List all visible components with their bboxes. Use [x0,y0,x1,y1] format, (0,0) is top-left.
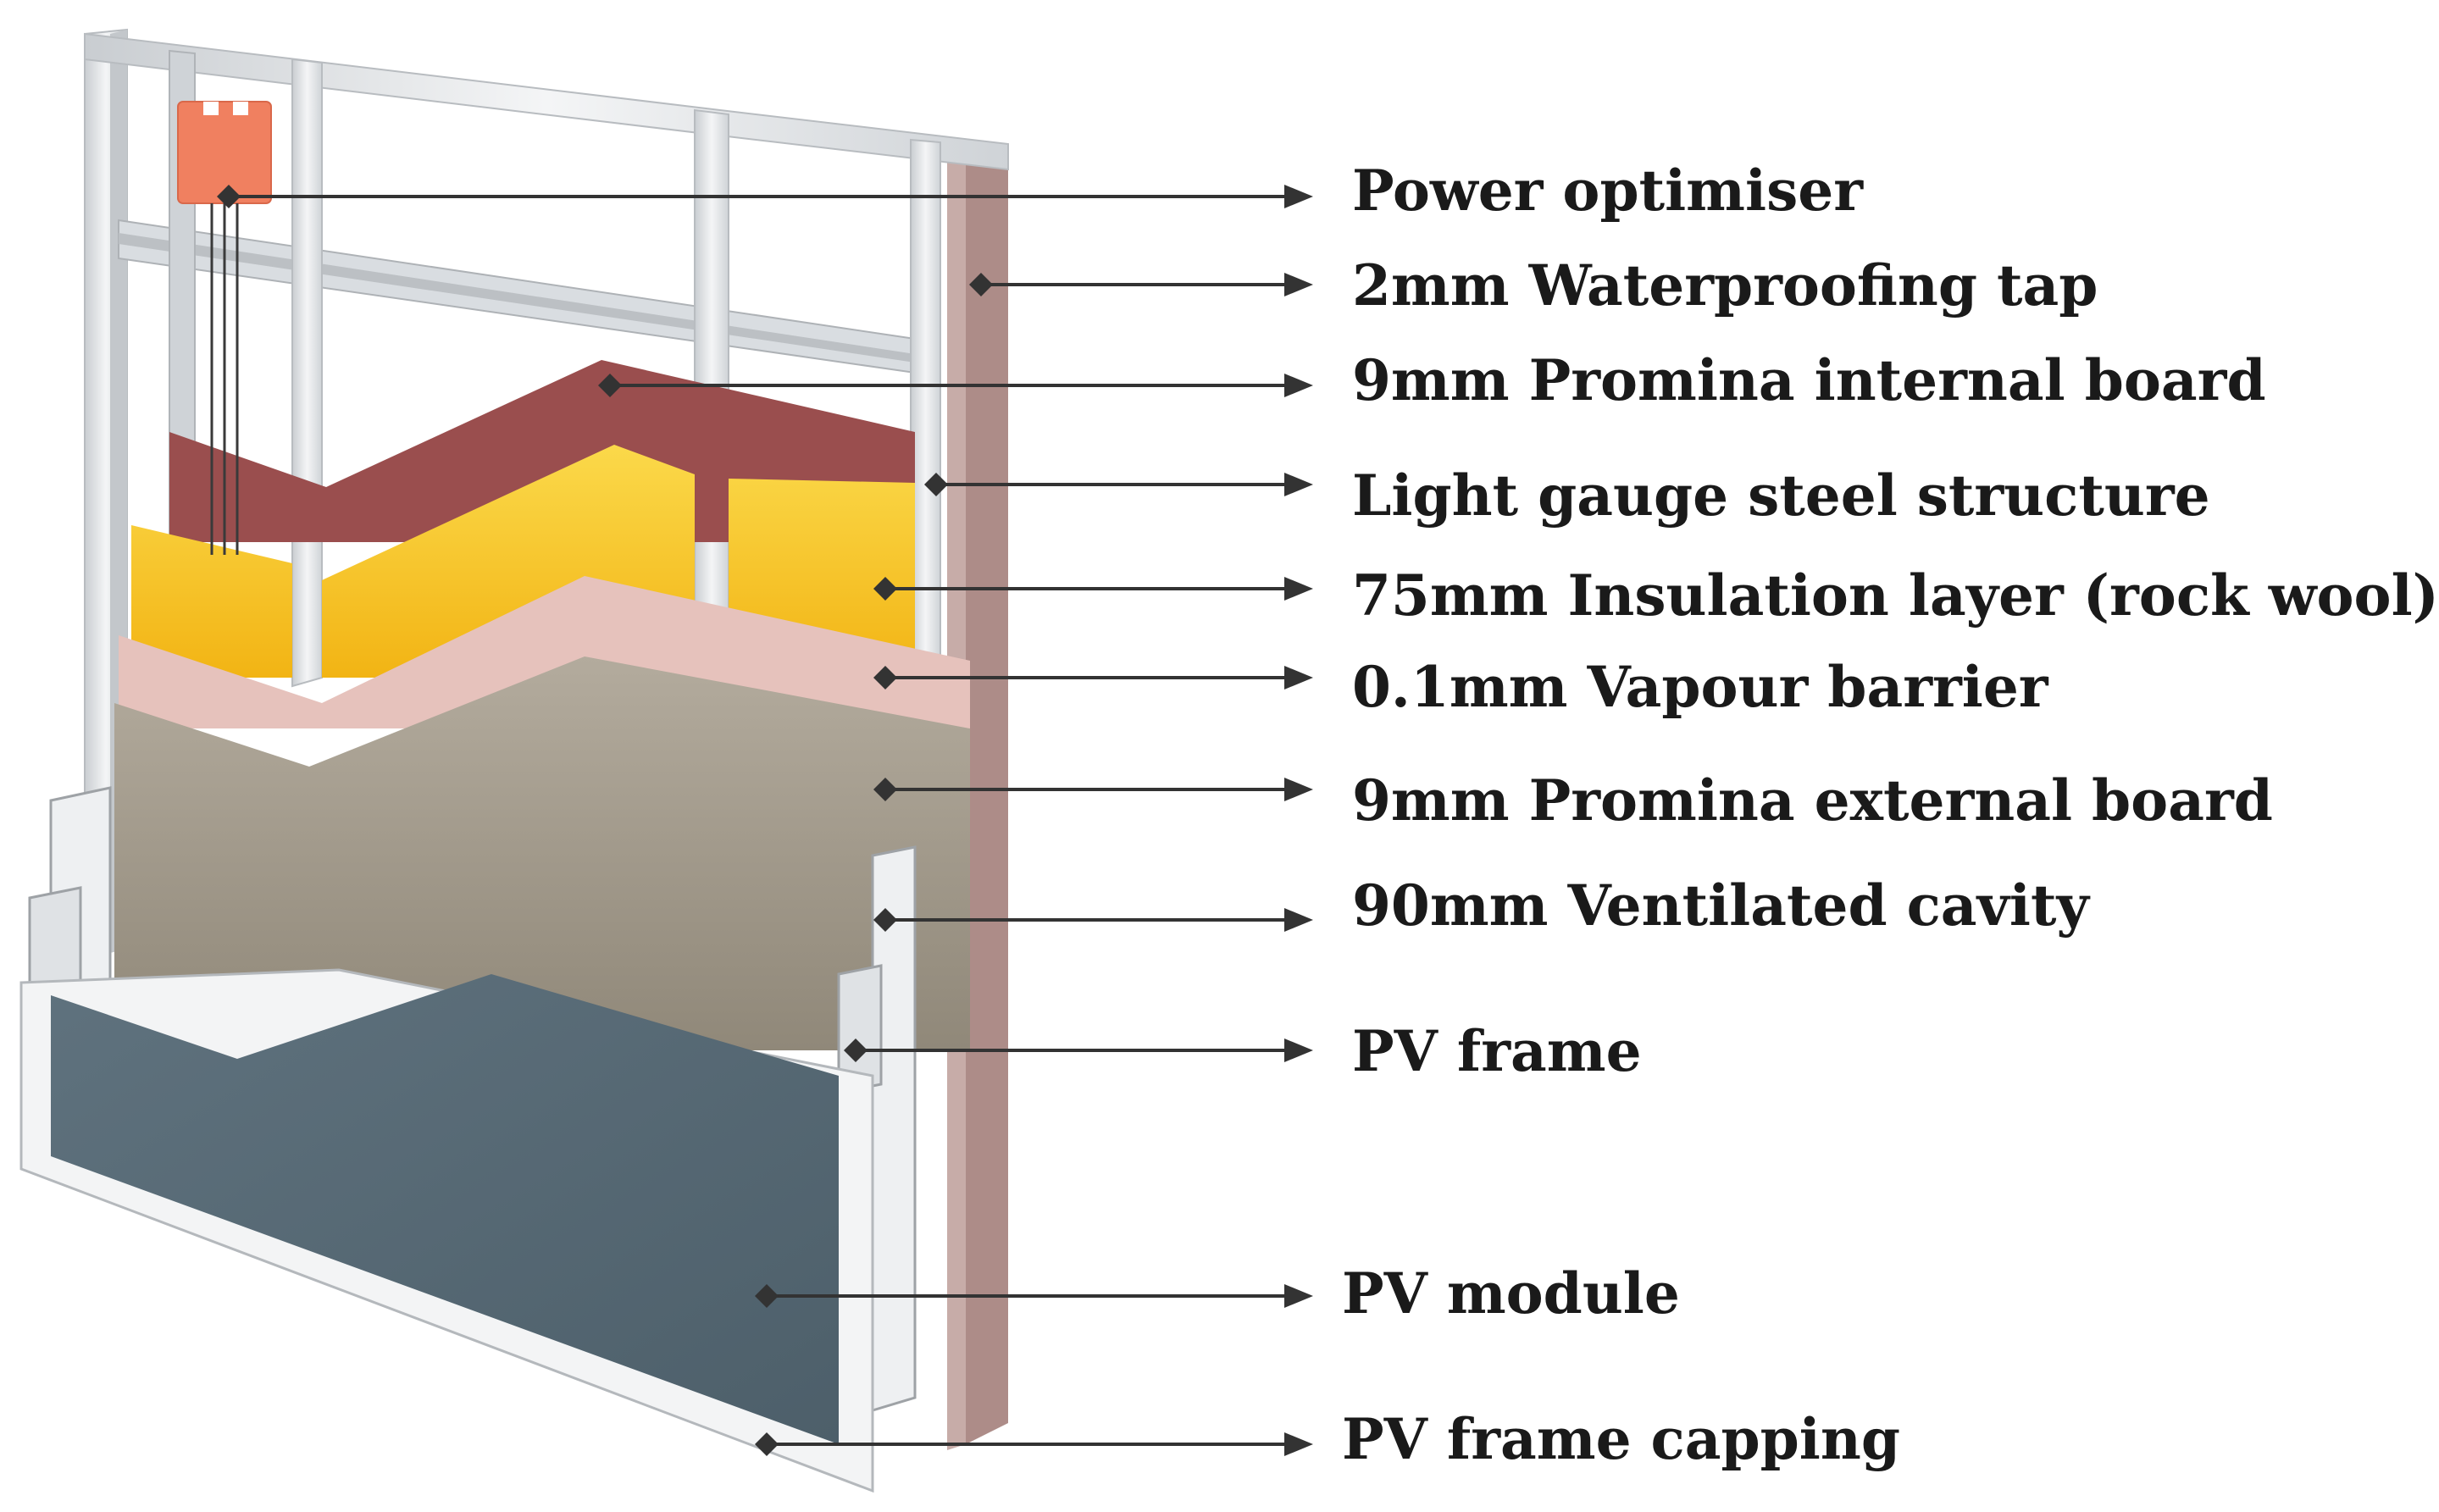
arrow-head-icon [1284,908,1313,932]
waterproofing-edge [966,144,1008,1444]
callout-label: 2mm Waterproofing tap [1352,252,2098,318]
arrow-head-icon [1284,273,1313,296]
external-board-layer [114,656,970,1050]
leader-dot [755,1432,779,1456]
leader-dot [844,1038,868,1062]
leader-dot [873,778,897,801]
arrow-head-icon [1284,1038,1313,1062]
leader-dot [598,374,622,397]
callout-label: PV frame [1352,1018,1642,1084]
callout-label: 0.1mm Vapour barrier [1352,654,2048,720]
arrow-head-icon [1284,185,1313,208]
callout-label: 75mm Insulation layer (rock wool) [1352,562,2439,629]
leader-dot [924,473,948,496]
power-optimiser-device [177,101,272,555]
callout-label: PV module [1342,1260,1680,1326]
leader-dot [873,908,897,932]
arrow-head-icon [1284,1432,1313,1456]
callout-label: 9mm Promina external board [1352,767,2273,834]
callout-label: Light gauge steel structure [1352,462,2210,529]
leader-dot [755,1284,779,1308]
callout-label: 9mm Promina internal board [1352,347,2266,413]
arrow-head-icon [1284,666,1313,690]
insulation-layer [131,445,915,678]
arrow-head-icon [1284,1284,1313,1308]
leader-dot [217,185,241,208]
callout-label: 90mm Ventilated cavity [1352,872,2089,939]
leader-dot [969,273,993,296]
arrow-head-icon [1284,374,1313,397]
callout-label: Power optimiser [1352,158,1863,224]
arrow-head-icon [1284,473,1313,496]
leader-dot [873,666,897,690]
pv-module [51,974,839,1444]
leader-lines [217,185,1313,1456]
callout-label: PV frame capping [1342,1406,1901,1472]
arrow-head-icon [1284,577,1313,601]
arrow-head-icon [1284,778,1313,801]
leader-dot [873,577,897,601]
